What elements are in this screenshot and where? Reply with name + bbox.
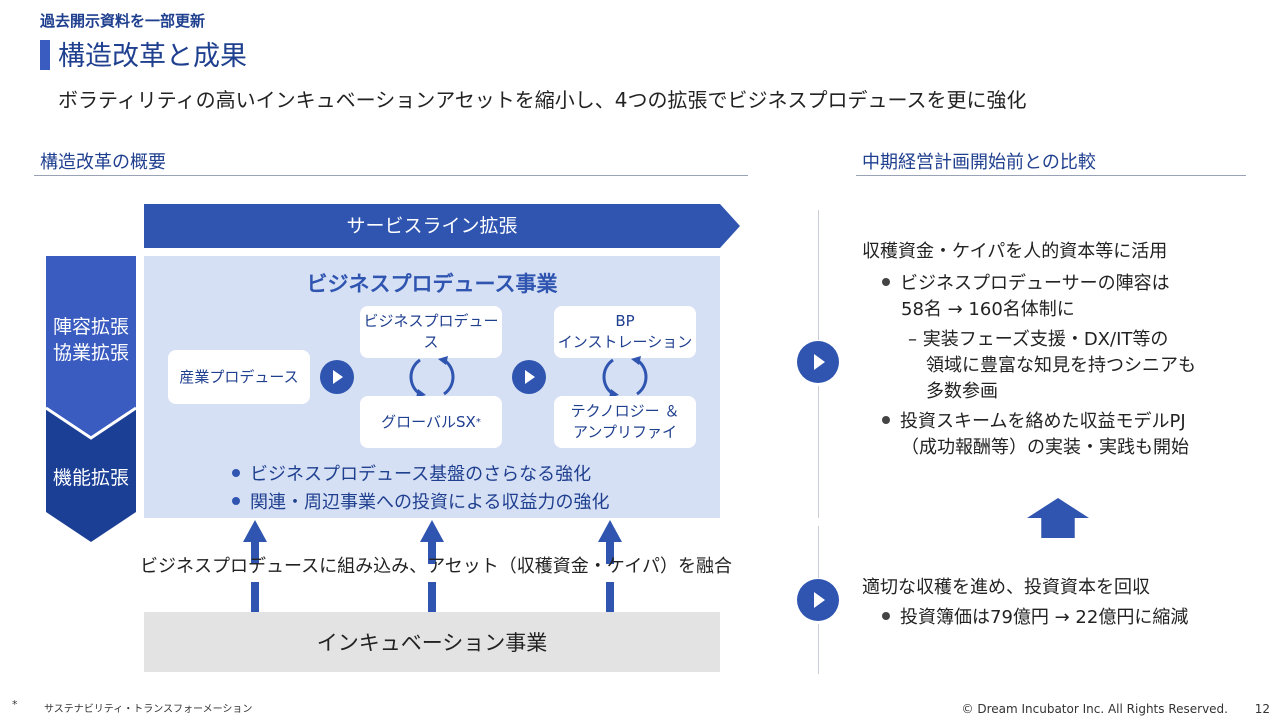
bp-bullet-2-text: 関連・周辺事業への投資による収益力の強化 [250, 492, 610, 513]
footnote-text: サステナビリティ・トランスフォーメーション [44, 704, 253, 715]
lower-heading: 適切な収穫を進め、投資資本を回収 [862, 577, 1150, 598]
footnote-mark: * [12, 698, 18, 711]
bullet-dot [882, 416, 890, 424]
expansion-chevron-arrow [46, 256, 136, 542]
vertical-divider-1 [818, 210, 819, 340]
upper-sub-line2: 領域に豊富な知見を持つシニアも [926, 355, 1196, 376]
left-section-divider [34, 175, 748, 176]
card-tech-amplify: テクノロジー ＆ アンプリファイ [554, 396, 696, 448]
right-section-heading: 中期経営計画開始前との比較 [862, 152, 1096, 173]
title-accent-bar [40, 40, 50, 70]
connector-bar-3 [606, 582, 614, 612]
left-section-heading: 構造改革の概要 [40, 152, 166, 173]
card-industry-produce: 産業プロデュース [168, 350, 310, 404]
upper-bullet-1-line2: 58名 → 160名体制に [901, 299, 1075, 320]
side-label-function-expansion: 機能拡張 [52, 467, 129, 489]
card-bp-installation: BP インストレーション [554, 306, 696, 358]
incubation-business-label: インキュベーション事業 [316, 631, 548, 655]
upper-bullet-1-line1: ビジネスプロデューサーの陣容は [882, 270, 1170, 297]
pre-title: 過去開示資料を一部更新 [40, 12, 206, 30]
upper-sub-line1: – 実装フェーズ支援・DX/IT等の [908, 329, 1169, 350]
upper-bullet-2-line2: （成功報酬等）の実装・実践も開始 [901, 437, 1189, 458]
copyright: © Dream Incubator Inc. All Rights Reserv… [961, 702, 1228, 716]
card-business-produce-label: ビジネスプロデュース [363, 312, 499, 351]
bp-business-title: ビジネスプロデュース事業 [306, 272, 558, 296]
side-label-collab-expansion: 協業拡張 [52, 342, 129, 364]
vertical-divider-4 [818, 624, 819, 674]
card-global-sx-footnote-mark: * [475, 416, 481, 428]
arrow-circle-icon-upper [797, 341, 839, 383]
lower-bullet: 投資簿価は79億円 → 22億円に縮減 [882, 604, 1188, 631]
bullet-dot [232, 497, 240, 505]
card-tech-amplify-line2: アンプリファイ [573, 423, 677, 441]
connector-bar-1 [251, 582, 259, 612]
chevron-top-segment [46, 256, 136, 438]
arrow-circle-icon-1 [320, 360, 354, 394]
cycle-arrows-icon-2 [602, 356, 648, 398]
card-global-sx: グローバルSX* [360, 396, 502, 448]
bullet-dot [882, 612, 890, 620]
card-business-produce: ビジネスプロデュース [360, 306, 502, 358]
right-section-divider [856, 175, 1246, 176]
upper-heading: 収穫資金・ケイパを人的資本等に活用 [862, 241, 1168, 262]
page-number: 12 [1254, 702, 1270, 716]
chevron-divider [46, 406, 136, 440]
upper-sub-line3: 多数参画 [926, 381, 998, 402]
up-arrow-icon-3 [598, 520, 622, 564]
bp-bullet-2: 関連・周辺事業への投資による収益力の強化 [232, 488, 609, 514]
page-title: 構造改革と成果 [58, 41, 247, 72]
bullet-dot [882, 278, 890, 286]
up-arrow-icon-1 [243, 520, 267, 564]
merge-description: ビジネスプロデュースに組み込み、アセット（収穫資金・ケイパ）を融合 [140, 556, 733, 577]
card-global-sx-label: グローバルSX [381, 412, 476, 431]
service-line-label: サービスライン拡張 [346, 215, 518, 237]
card-industry-produce-label: 産業プロデュース [179, 367, 299, 386]
vertical-divider-3 [818, 526, 819, 578]
card-bp-installation-line2: インストレーション [557, 333, 693, 351]
page-subtitle: ボラティリティの高いインキュベーションアセットを縮小し、4つの拡張でビジネスプロ… [58, 88, 1027, 112]
upper-bullet-2-line1: 投資スキームを絡めた収益モデルPJ [882, 408, 1186, 435]
upper-bullet-1-line1-text: ビジネスプロデューサーの陣容は [900, 273, 1170, 294]
connector-bar-2 [428, 582, 436, 612]
card-bp-installation-line1: BP [615, 312, 635, 330]
chevron-bottom-segment [46, 408, 136, 542]
bp-bullet-1: ビジネスプロデュース基盤のさらなる強化 [232, 460, 591, 486]
vertical-divider-2 [818, 386, 819, 518]
big-up-arrow-icon [1027, 498, 1089, 538]
up-arrow-icon-2 [420, 520, 444, 564]
side-label-team-expansion: 陣容拡張 [52, 316, 129, 338]
bp-bullet-1-text: ビジネスプロデュース基盤のさらなる強化 [250, 464, 592, 485]
cycle-arrows-icon-1 [409, 356, 455, 398]
card-tech-amplify-line1: テクノロジー ＆ [570, 402, 680, 420]
lower-bullet-text: 投資簿価は79億円 → 22億円に縮減 [900, 607, 1189, 628]
incubation-business-box: インキュベーション事業 [144, 612, 720, 672]
arrow-circle-icon-2 [512, 360, 546, 394]
service-line-arrow [144, 204, 740, 248]
arrow-circle-icon-lower [797, 579, 839, 621]
upper-bullet-2-line1-text: 投資スキームを絡めた収益モデルPJ [900, 411, 1186, 432]
bullet-dot [232, 469, 240, 477]
